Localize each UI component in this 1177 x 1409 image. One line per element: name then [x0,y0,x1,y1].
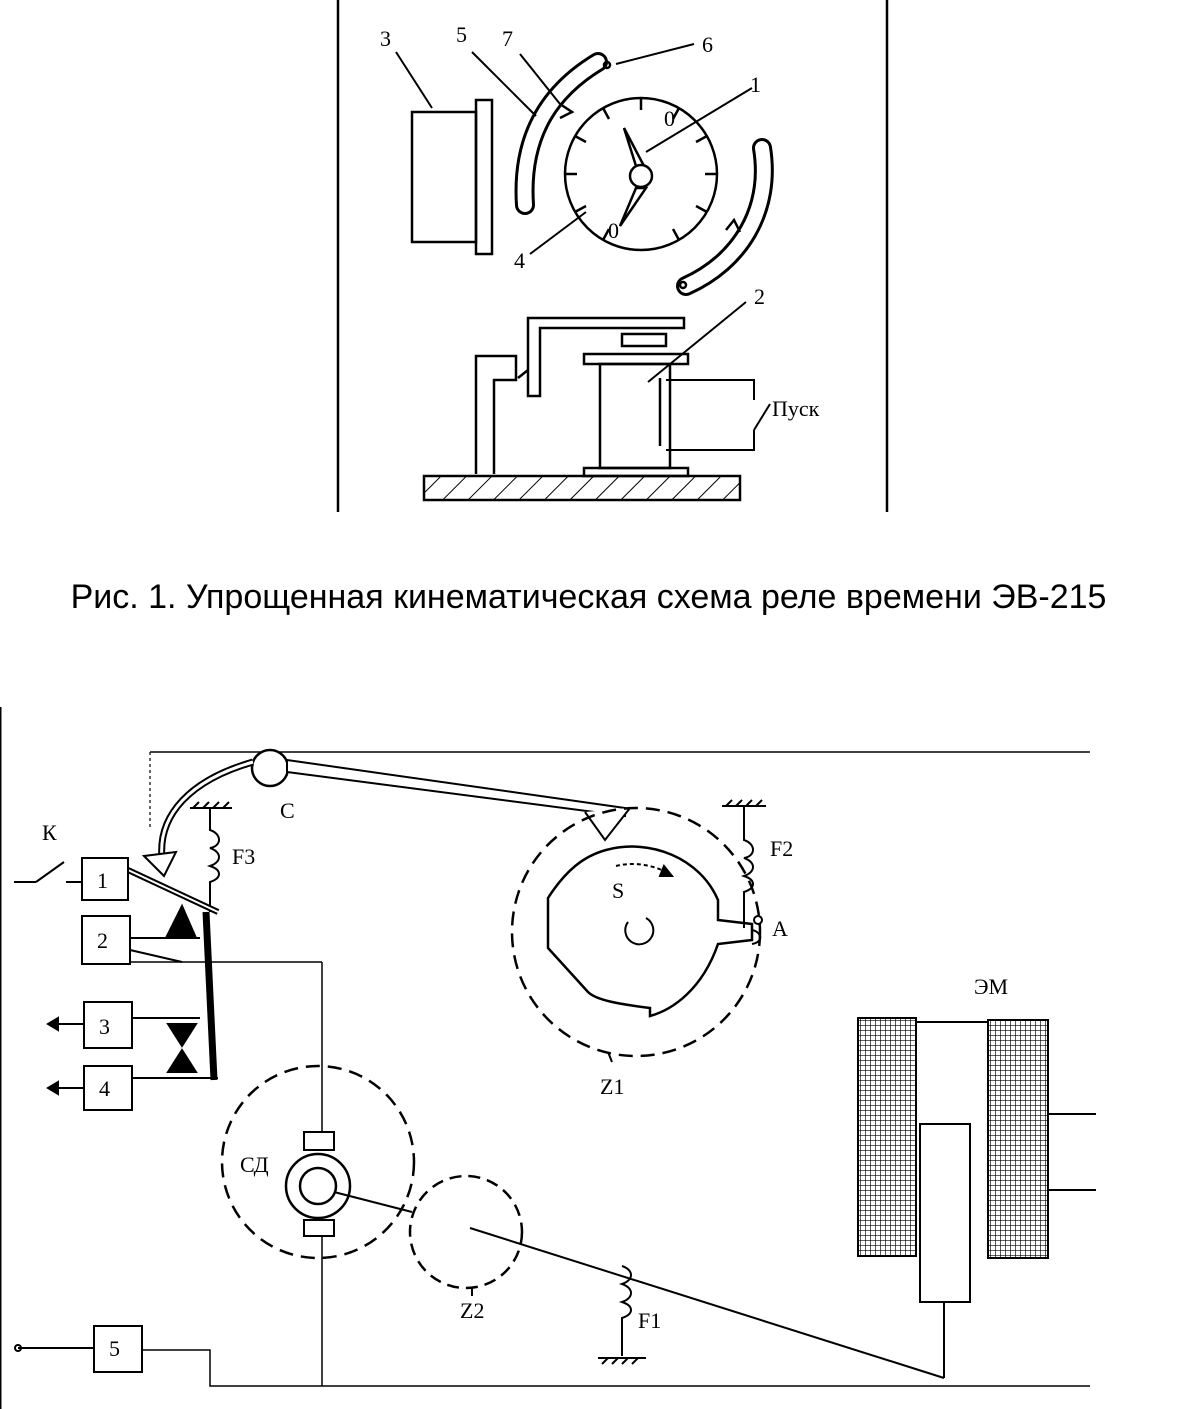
leader-6 [615,43,695,65]
label-7: 7 [502,26,513,51]
block-5 [93,1325,143,1373]
z1-leader [607,1051,613,1063]
block-2 [81,915,131,965]
figure-2-labels: К С F3 F2 S A Z1 ЭМ СД Z2 F1 1 2 3 4 5 [42,798,1008,1361]
figure-2 [0,707,1096,1409]
z2-lever [469,1227,945,1379]
block-5-label: 5 [109,1336,120,1361]
motor-arm [333,1191,413,1213]
start-wire-bottom [666,430,755,451]
cam-rotation-arrow [658,864,675,877]
f3-anchor-hatch [192,801,230,809]
label-s: S [612,878,624,903]
block-2-contact-b [129,949,183,963]
lever-arrowhead [141,850,178,878]
label-z2: Z2 [460,1298,484,1323]
leader-4 [529,211,587,255]
contact-a [753,915,763,925]
em-coil-right [987,1019,1049,1259]
start-wire-top [666,379,755,400]
contact-bar [202,911,218,1081]
gear-z2 [408,1174,524,1290]
figure-1 [336,0,889,512]
label-z1: Z1 [600,1074,624,1099]
contact-a-hook [751,929,762,945]
block-3 [83,1001,133,1049]
base-plate [422,474,742,502]
armature-bracket [474,354,518,474]
motor-brush-top [303,1131,335,1151]
block-1-label: 1 [97,868,108,893]
dial-ticks [565,98,717,241]
motor-shaft [298,1166,338,1206]
lever-tooth [584,807,631,842]
dial-mark-top: 0 [664,106,675,131]
leader-7 [519,53,561,105]
em-coil-left [857,1017,917,1257]
armature-lever [517,316,686,398]
start-switch [753,403,771,431]
block-4-arrow [46,1080,59,1096]
dial-pointer-tail [618,186,649,227]
magnet-block [410,110,478,244]
arc-pin [602,60,612,70]
block-5-terminal [14,1344,22,1352]
leader-5 [471,51,537,117]
leader-1 [645,87,753,153]
motor-gear [220,1064,416,1260]
motor-brush-bottom [303,1219,335,1237]
label-f2: F2 [770,836,793,861]
contact-triangle-2 [164,903,198,939]
block-3-arrow [46,1016,59,1032]
figure-1-labels: 3 5 7 6 1 4 2 Пуск 0 0 [380,22,820,421]
leader-2 [647,301,747,383]
label-f3: F3 [232,844,255,869]
label-a: A [772,916,788,941]
bottom-rail [142,1349,1090,1387]
label-2: 2 [754,284,765,309]
block-2-label: 2 [97,928,108,953]
label-4: 4 [514,248,525,273]
block-1 [81,857,129,901]
f1-anchor-hatch [601,1357,639,1365]
dial-hub [628,163,654,189]
contact-triangle-4 [166,1048,198,1073]
block-4-label: 4 [99,1076,110,1101]
spring-f1 [618,1265,632,1356]
cam-s [546,845,754,1018]
spring-f2 [740,806,754,928]
f2-anchor-hatch [725,799,763,807]
leader-3 [395,51,433,109]
label-5: 5 [456,22,467,47]
figure-caption: Рис. 1. Упрощенная кинематическая схема … [70,578,1107,616]
label-1: 1 [750,72,761,97]
right-arc-pin [678,280,688,290]
armature-plate [620,332,668,348]
block-3-label: 3 [99,1014,110,1039]
dial-mark-bottom: 0 [608,218,619,243]
label-sd: СД [240,1152,269,1177]
label-6: 6 [702,32,713,57]
em-armature [919,1123,971,1303]
right-arc-arrow [725,217,742,233]
label-3: 3 [380,26,391,51]
spring-f3 [206,808,220,912]
dial-pointer [622,127,647,168]
cam-center [624,917,655,946]
main-lever [286,758,626,818]
label-c: С [280,798,295,823]
arc-arrow [559,102,575,120]
label-em: ЭМ [974,974,1008,999]
label-start: Пуск [772,396,820,421]
label-f1: F1 [638,1308,661,1333]
label-k: К [42,820,57,845]
gear-z1 [510,806,762,1058]
key-k-switch [35,861,65,883]
pivot-c [250,748,290,788]
contact-triangle-3 [166,1023,198,1048]
magnet-plate [474,98,494,256]
